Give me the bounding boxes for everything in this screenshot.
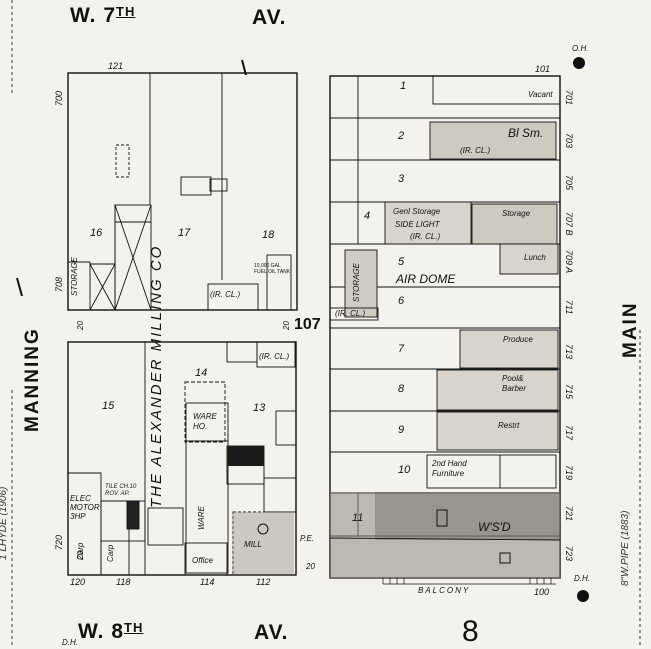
label-air-dome: AIR DOME	[396, 272, 456, 286]
address-left: 708	[54, 276, 64, 292]
address-bottom: 114	[200, 577, 215, 587]
shaded-warehouse	[330, 492, 560, 579]
label-d20: 20	[306, 562, 315, 571]
lot-number: 17	[178, 227, 191, 239]
label-ir-cl: (IR. CL.)	[259, 352, 290, 361]
label-side-light: SIDE LIGHT	[395, 220, 440, 229]
address-right: 717	[564, 425, 574, 441]
street-bottom-av: AV.	[254, 621, 289, 644]
label-vacant: Vacant	[528, 90, 553, 99]
street-right-main: MAIN	[620, 301, 641, 358]
lot-number: 4	[364, 210, 371, 222]
street-top-av: AV.	[252, 6, 287, 29]
address-right: 719	[564, 465, 574, 481]
label-wsd: W'S'D	[478, 520, 511, 534]
hydrant-north-dot	[573, 57, 585, 69]
label-balcony: BALCONY	[418, 586, 471, 595]
lot-number: 11	[352, 512, 364, 524]
label-ir-cl: (IR. CL.)	[210, 290, 241, 299]
lot-number: 3	[398, 173, 405, 185]
lot-number: 7	[398, 343, 405, 355]
lot-number: 5	[398, 256, 405, 268]
address-right: 715	[564, 384, 574, 400]
address-bottom: 118	[116, 577, 131, 587]
lot-number: 13	[253, 402, 266, 414]
address-bottom: 112	[256, 577, 271, 587]
lot-number: 10	[398, 464, 411, 476]
margin-note-right: 8"W.PIPE (1883)	[620, 510, 631, 586]
label-d20: 20	[76, 321, 85, 330]
block-northwest	[67, 72, 298, 311]
lot-number: 9	[398, 424, 405, 436]
label-milling-co: THE ALEXANDER MILLING CO	[148, 244, 165, 508]
label-ir-cl: (IR. CL.)	[335, 309, 366, 318]
address-top: 121	[108, 61, 124, 71]
address-bottom: 100	[534, 587, 550, 597]
label-restrt: Restrt	[498, 421, 520, 430]
block-southwest	[67, 341, 297, 576]
label-dh: D.H.	[62, 638, 78, 647]
lot-number: 2	[398, 130, 405, 142]
label-storage-vertical: STORAGE	[352, 263, 361, 302]
address-top: 101	[535, 64, 551, 74]
lot-number: 14	[195, 367, 208, 379]
lot-number: 6	[398, 295, 405, 307]
lot-number: 16	[90, 227, 103, 239]
label-pool-barber: Pool&Barber	[502, 374, 527, 393]
address-right: 701	[564, 90, 574, 106]
address-right: 721	[564, 506, 574, 522]
label-storage-small: STORAGE	[70, 257, 79, 296]
label-genl-storage: Genl Storage	[393, 207, 441, 216]
margin-note-left: 1 LHYDE (1906)	[0, 486, 9, 560]
address-right: 711	[564, 300, 574, 315]
label-dh: D.H.	[574, 574, 590, 583]
street-bottom-w8th: W. 8TH	[78, 620, 144, 643]
address-left: 720	[54, 534, 64, 550]
lot-number: 15	[102, 400, 115, 412]
label-ware-ho-vertical: WARE	[197, 506, 206, 530]
label-carp: Carp	[106, 544, 115, 562]
label-pe: P.E.	[300, 534, 315, 543]
address-bottom: 120	[70, 577, 86, 587]
address-right: 723	[564, 546, 574, 562]
hydrant-south-dot	[577, 590, 589, 602]
street-top-w7th: W. 7TH	[70, 4, 136, 27]
address-right: 705	[564, 175, 574, 191]
lot-number: 8	[398, 383, 405, 395]
street-left-manning: MANNING	[22, 327, 43, 432]
label-lunch: Lunch	[524, 253, 546, 262]
label-storage: Storage	[502, 209, 531, 218]
label-mill: MILL	[244, 540, 262, 549]
label-oh: O.H.	[572, 44, 589, 53]
label-d20: 20	[282, 321, 291, 330]
label-d20: 20	[76, 551, 85, 560]
lot-number: 1	[400, 80, 407, 92]
sheet-number: 8	[462, 615, 479, 648]
label-bl-sm: Bl Sm.	[508, 126, 544, 140]
label-ir-cl: (IR. CL.)	[410, 232, 441, 241]
lot-number: 18	[262, 229, 275, 241]
block-number: 107	[294, 316, 321, 333]
label-ir-cl: (IR. CL.)	[460, 146, 491, 155]
label-office: Office	[192, 556, 213, 565]
label-produce: Produce	[503, 335, 533, 344]
address-right: 707 B	[564, 212, 574, 236]
address-left: 700	[54, 90, 64, 106]
address-right: 703	[564, 133, 574, 149]
address-right: 709 A	[564, 250, 574, 274]
address-right: 713	[564, 344, 574, 360]
